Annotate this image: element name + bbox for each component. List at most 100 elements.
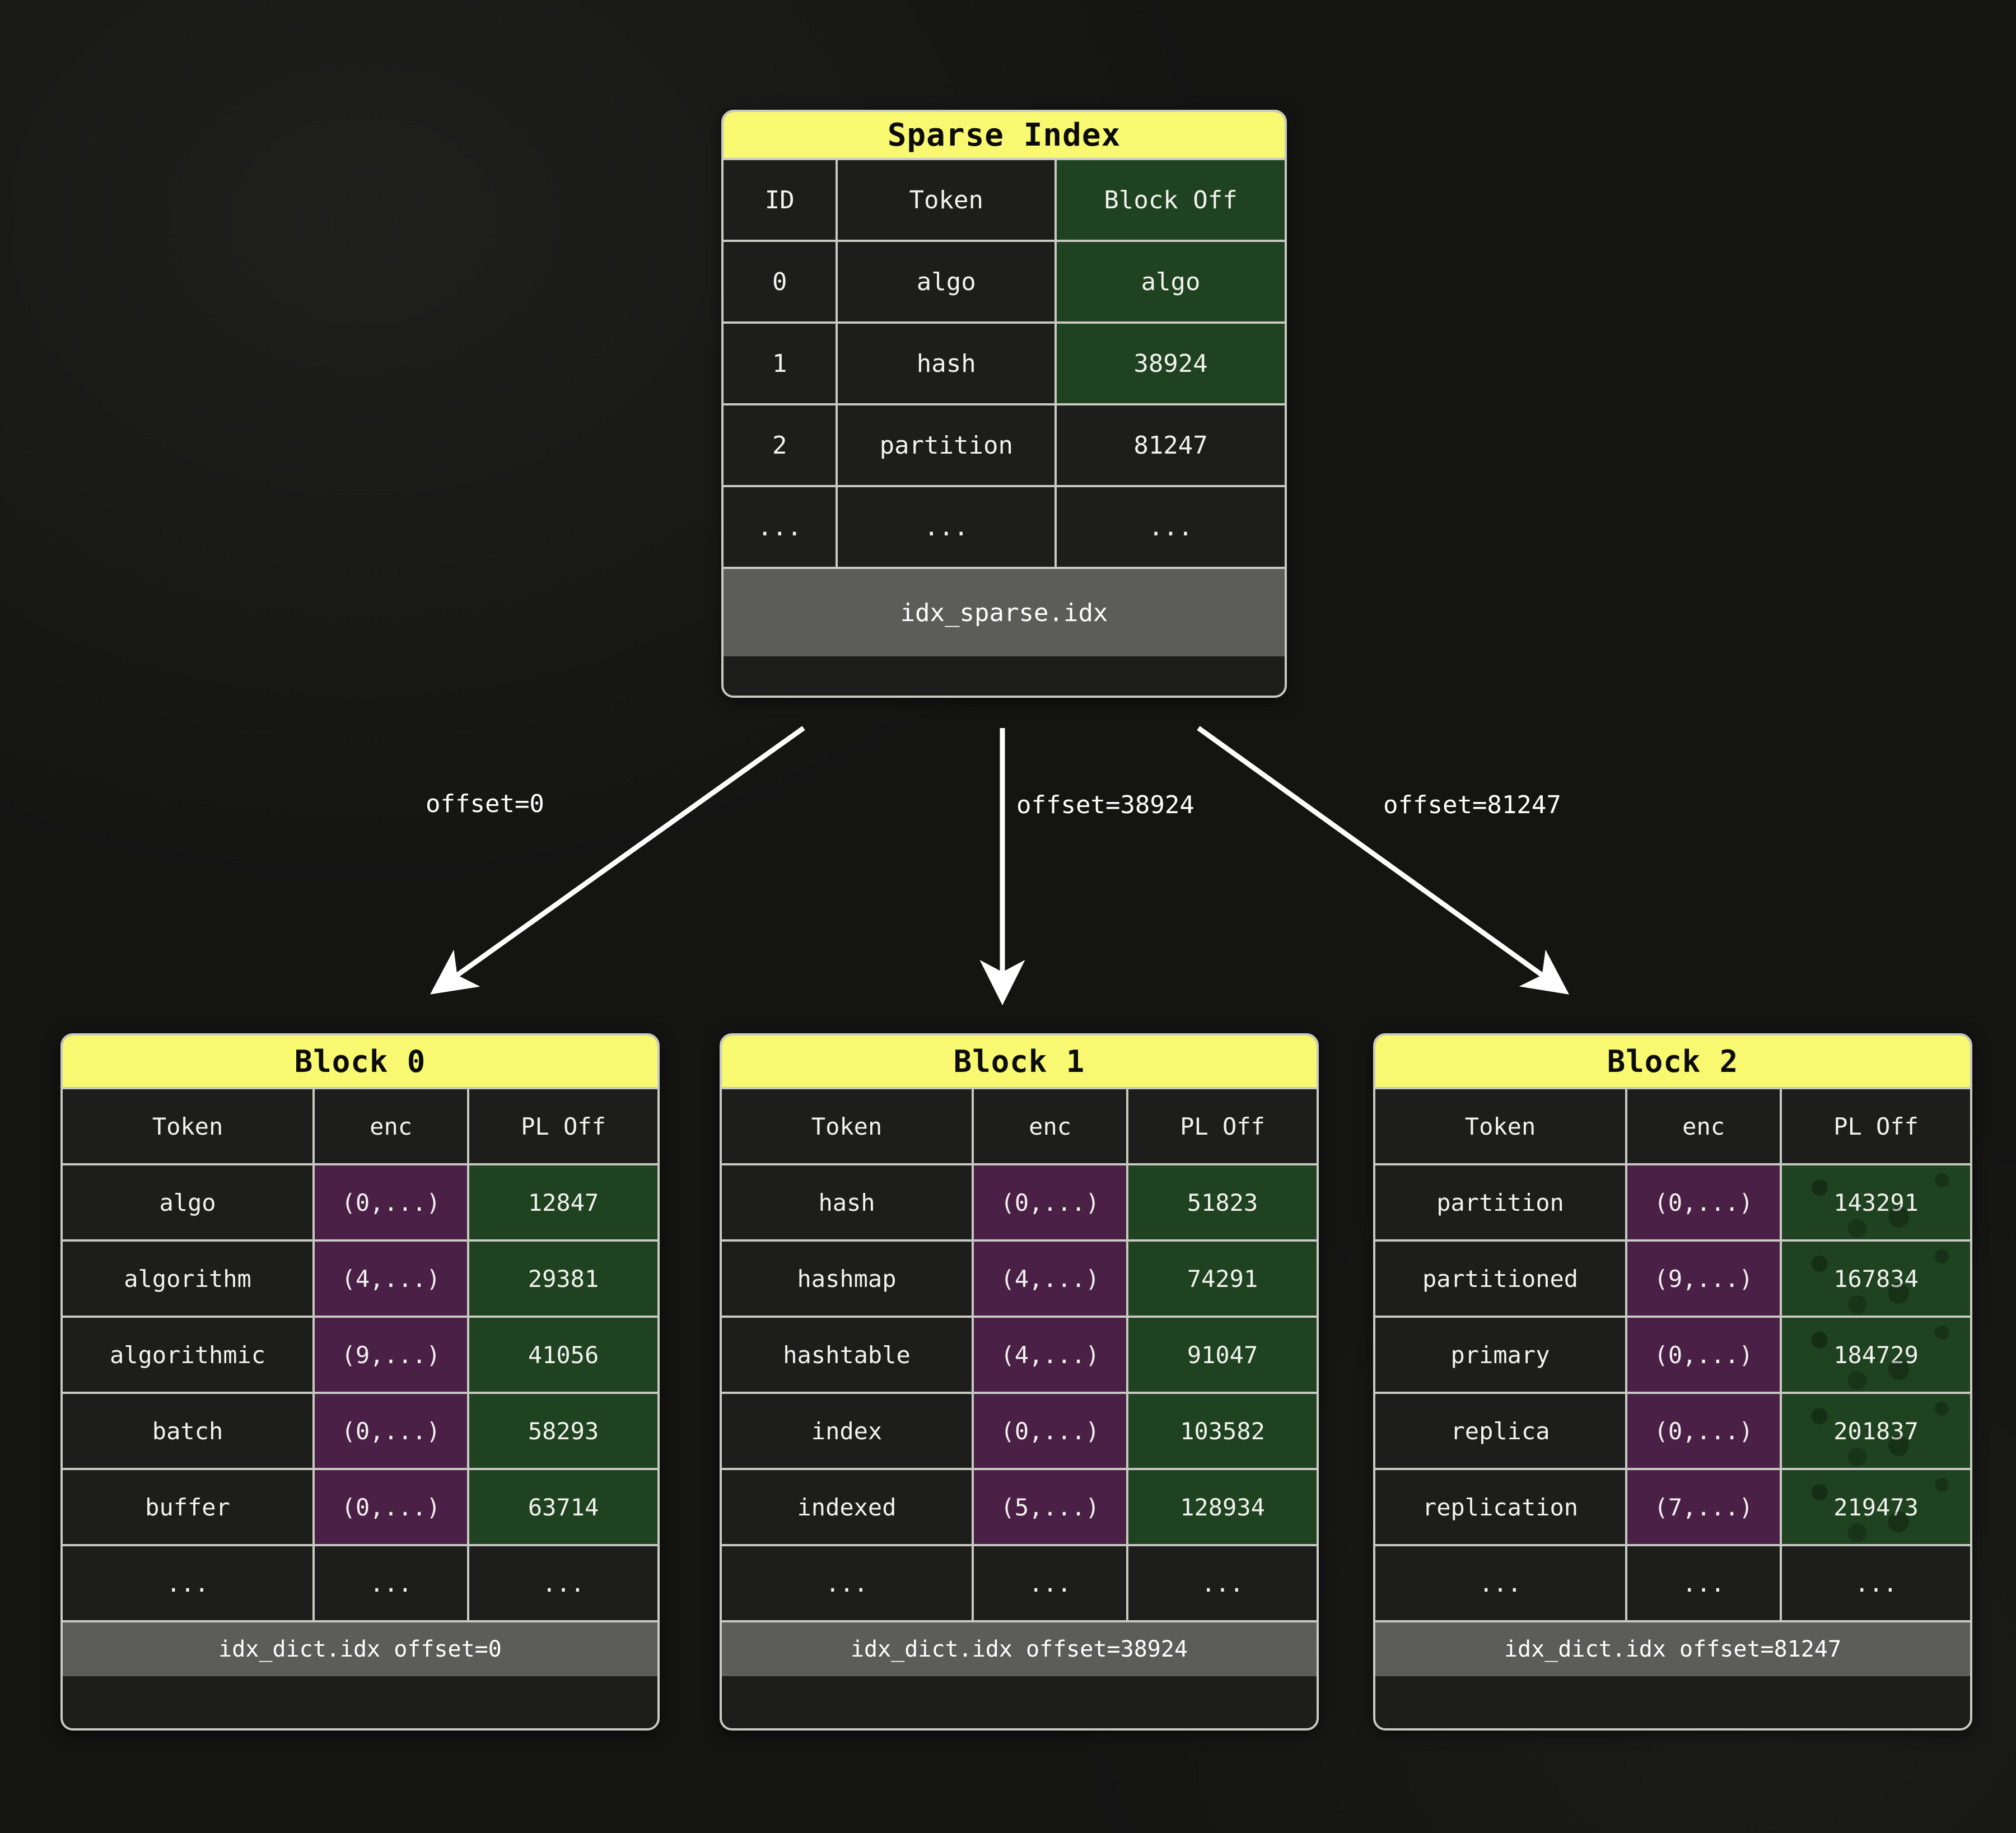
block-row-enc: (0,...) [312, 1165, 468, 1239]
block-row-token: partitioned [1375, 1242, 1626, 1316]
block-row-pl-off: ... [1780, 1546, 1970, 1620]
block-row-enc: ... [1625, 1546, 1780, 1620]
block-row-pl-off: ... [1126, 1546, 1317, 1620]
block-row-pl-off: 41056 [467, 1318, 657, 1392]
block-row-pl-off: 143291 [1780, 1165, 1970, 1239]
block-1-title: Block 1 [722, 1036, 1317, 1087]
block-row-enc: (0,...) [312, 1470, 468, 1544]
block-row-token: indexed [722, 1470, 972, 1544]
column-header-token: Token [1375, 1089, 1626, 1163]
sparse-row-block-off: 81247 [1054, 405, 1285, 485]
column-header-pl-off: PL Off [1780, 1089, 1970, 1163]
block-row-enc: (4,...) [972, 1242, 1127, 1316]
table-row: hash (0,...) 51823 [722, 1163, 1317, 1239]
block-row-pl-off: 128934 [1126, 1470, 1317, 1544]
arrow-to-block-0 [430, 726, 805, 995]
table-header-row: Token enc PL Off [1375, 1087, 1970, 1163]
block-row-enc: (0,...) [312, 1394, 468, 1468]
block-row-enc: ... [312, 1546, 468, 1620]
column-header-token: Token [836, 160, 1055, 240]
block-row-enc: (5,...) [972, 1470, 1127, 1544]
sparse-index-table: ID Token Block Off 0 algo algo 1 hash 38… [724, 158, 1285, 567]
table-header-row: Token enc PL Off [722, 1087, 1317, 1163]
block-row-token: algorithmic [63, 1318, 313, 1392]
sparse-row-block-off: 38924 [1054, 324, 1285, 403]
block-row-pl-off: 103582 [1126, 1394, 1317, 1468]
column-header-block-off: Block Off [1054, 160, 1285, 240]
block-row-token: hashmap [722, 1242, 972, 1316]
table-row-ellipsis: ... ... ... [724, 485, 1285, 567]
block-row-enc: (0,...) [1625, 1394, 1780, 1468]
column-header-enc: enc [1625, 1089, 1780, 1163]
block-row-pl-off: 12847 [467, 1165, 657, 1239]
table-row: 1 hash 38924 [724, 321, 1285, 403]
sparse-row-id: ... [724, 487, 836, 567]
block-1-footer-filename: idx_dict.idx offset=38924 [722, 1620, 1317, 1676]
table-row: replica (0,...) 201837 [1375, 1392, 1970, 1468]
block-row-enc: (7,...) [1625, 1470, 1780, 1544]
table-row: algo (0,...) 12847 [63, 1163, 657, 1239]
block-0-title: Block 0 [63, 1036, 657, 1087]
block-row-pl-off: ... [467, 1546, 657, 1620]
block-row-token: ... [1375, 1546, 1626, 1620]
table-row: algorithm (4,...) 29381 [63, 1239, 657, 1316]
block-row-pl-off: 58293 [467, 1394, 657, 1468]
table-row: replication (7,...) 219473 [1375, 1468, 1970, 1544]
block-row-token: algo [63, 1165, 313, 1239]
block-row-token: partition [1375, 1165, 1626, 1239]
block-row-pl-off: 219473 [1780, 1470, 1970, 1544]
table-row: index (0,...) 103582 [722, 1392, 1317, 1468]
sparse-row-token: hash [836, 324, 1055, 403]
block-row-pl-off: 74291 [1126, 1242, 1317, 1316]
block-row-token: buffer [63, 1470, 313, 1544]
block-row-pl-off: 29381 [467, 1242, 657, 1316]
block-row-enc: ... [972, 1546, 1127, 1620]
sparse-row-id: 2 [724, 405, 836, 485]
block-0-table: Token enc PL Off algo (0,...) 12847 algo… [63, 1087, 657, 1620]
block-row-enc: (0,...) [1625, 1318, 1780, 1392]
table-row: indexed (5,...) 128934 [722, 1468, 1317, 1544]
block-0-footer-filename: idx_dict.idx offset=0 [63, 1620, 657, 1676]
table-row: hashmap (4,...) 74291 [722, 1239, 1317, 1316]
block-2-panel: Block 2 Token enc PL Off partition (0,..… [1373, 1033, 1972, 1731]
block-1-table: Token enc PL Off hash (0,...) 51823 hash… [722, 1087, 1317, 1620]
block-row-enc: (9,...) [312, 1318, 468, 1392]
sparse-row-block-off: algo [1054, 242, 1285, 321]
block-row-enc: (9,...) [1625, 1242, 1780, 1316]
arrow-label-offset-81247: offset=81247 [1383, 791, 1561, 819]
table-row-ellipsis: ... ... ... [63, 1544, 657, 1620]
block-row-pl-off: 201837 [1780, 1394, 1970, 1468]
sparse-row-id: 0 [724, 242, 836, 321]
column-header-token: Token [722, 1089, 972, 1163]
sparse-index-footer-filename: idx_sparse.idx [724, 567, 1285, 656]
column-header-pl-off: PL Off [1126, 1089, 1317, 1163]
column-header-enc: enc [972, 1089, 1127, 1163]
table-row: algorithmic (9,...) 41056 [63, 1316, 657, 1392]
sparse-row-id: 1 [724, 324, 836, 403]
block-2-footer-filename: idx_dict.idx offset=81247 [1375, 1620, 1970, 1676]
block-row-pl-off: 91047 [1126, 1318, 1317, 1392]
block-row-enc: (0,...) [972, 1394, 1127, 1468]
table-row-ellipsis: ... ... ... [722, 1544, 1317, 1620]
table-row: hashtable (4,...) 91047 [722, 1316, 1317, 1392]
block-1-panel: Block 1 Token enc PL Off hash (0,...) 51… [720, 1033, 1319, 1731]
table-row: batch (0,...) 58293 [63, 1392, 657, 1468]
block-row-pl-off: 63714 [467, 1470, 657, 1544]
block-row-pl-off: 51823 [1126, 1165, 1317, 1239]
block-row-token: hash [722, 1165, 972, 1239]
block-row-token: ... [722, 1546, 972, 1620]
block-row-pl-off: 167834 [1780, 1242, 1970, 1316]
block-row-token: batch [63, 1394, 313, 1468]
table-row: 2 partition 81247 [724, 403, 1285, 485]
column-header-enc: enc [312, 1089, 468, 1163]
block-row-token: index [722, 1394, 972, 1468]
block-2-title: Block 2 [1375, 1036, 1970, 1087]
block-row-token: hashtable [722, 1318, 972, 1392]
block-row-enc: (0,...) [1625, 1165, 1780, 1239]
block-row-enc: (0,...) [972, 1165, 1127, 1239]
block-row-token: ... [63, 1546, 313, 1620]
sparse-row-token: ... [836, 487, 1055, 567]
sparse-row-block-off: ... [1054, 487, 1285, 567]
